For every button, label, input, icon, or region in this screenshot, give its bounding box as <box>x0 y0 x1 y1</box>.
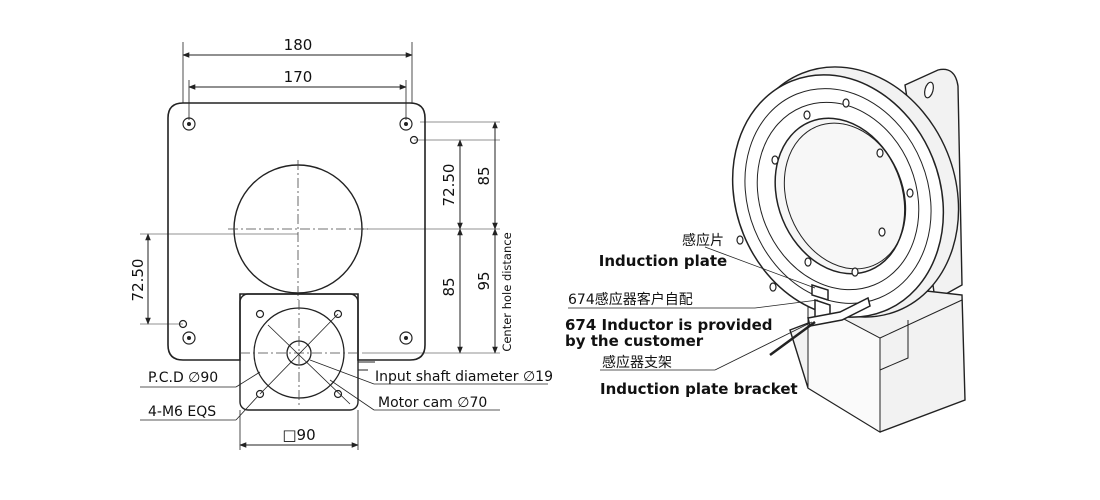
inductor-en-label-1: 674 Inductor is provided <box>565 316 773 334</box>
dim-left-72-50: 72.50 <box>129 259 147 302</box>
motor-cam-label: Motor cam ∅70 <box>378 395 487 411</box>
dim-right-72-50: 72.50 <box>440 164 458 207</box>
iso-center-bore <box>774 117 906 275</box>
mount-spec-label: 4-M6 EQS <box>148 404 216 420</box>
isometric-view: 感应片 Induction plate 674感应器客户自配 674 Induc… <box>565 66 966 433</box>
front-view: 180 170 72.50 72.50 85 85 95 Center hole… <box>129 36 553 450</box>
center-hole-distance-label: Center hole distance <box>500 232 514 351</box>
dim-outer-95: 95 <box>475 271 493 290</box>
inductor-en-label-2: by the customer <box>565 332 704 350</box>
housing-outline <box>167 102 426 361</box>
dim-180: 180 <box>284 36 313 54</box>
dim-outer-85: 85 <box>475 166 493 185</box>
motor-flange <box>239 293 359 411</box>
inductor-cn-label: 674感应器客户自配 <box>568 291 693 308</box>
plate-cn-label: 感应片 <box>682 232 724 249</box>
iso-induction-plate <box>811 283 829 302</box>
dim-right-85-lower: 85 <box>440 277 458 296</box>
bracket-cn-label: 感应器支架 <box>602 354 672 371</box>
dim-motor-square: □90 <box>282 426 315 444</box>
plate-en-label: Induction plate <box>599 252 727 270</box>
pcd-label: P.C.D ∅90 <box>148 370 218 386</box>
motor-hole-1 <box>255 309 265 319</box>
dim-170: 170 <box>284 68 313 86</box>
motor-hole-4 <box>333 389 343 399</box>
bracket-en-label: Induction plate bracket <box>600 380 798 398</box>
input-shaft-label: Input shaft diameter ∅19 <box>375 369 553 385</box>
